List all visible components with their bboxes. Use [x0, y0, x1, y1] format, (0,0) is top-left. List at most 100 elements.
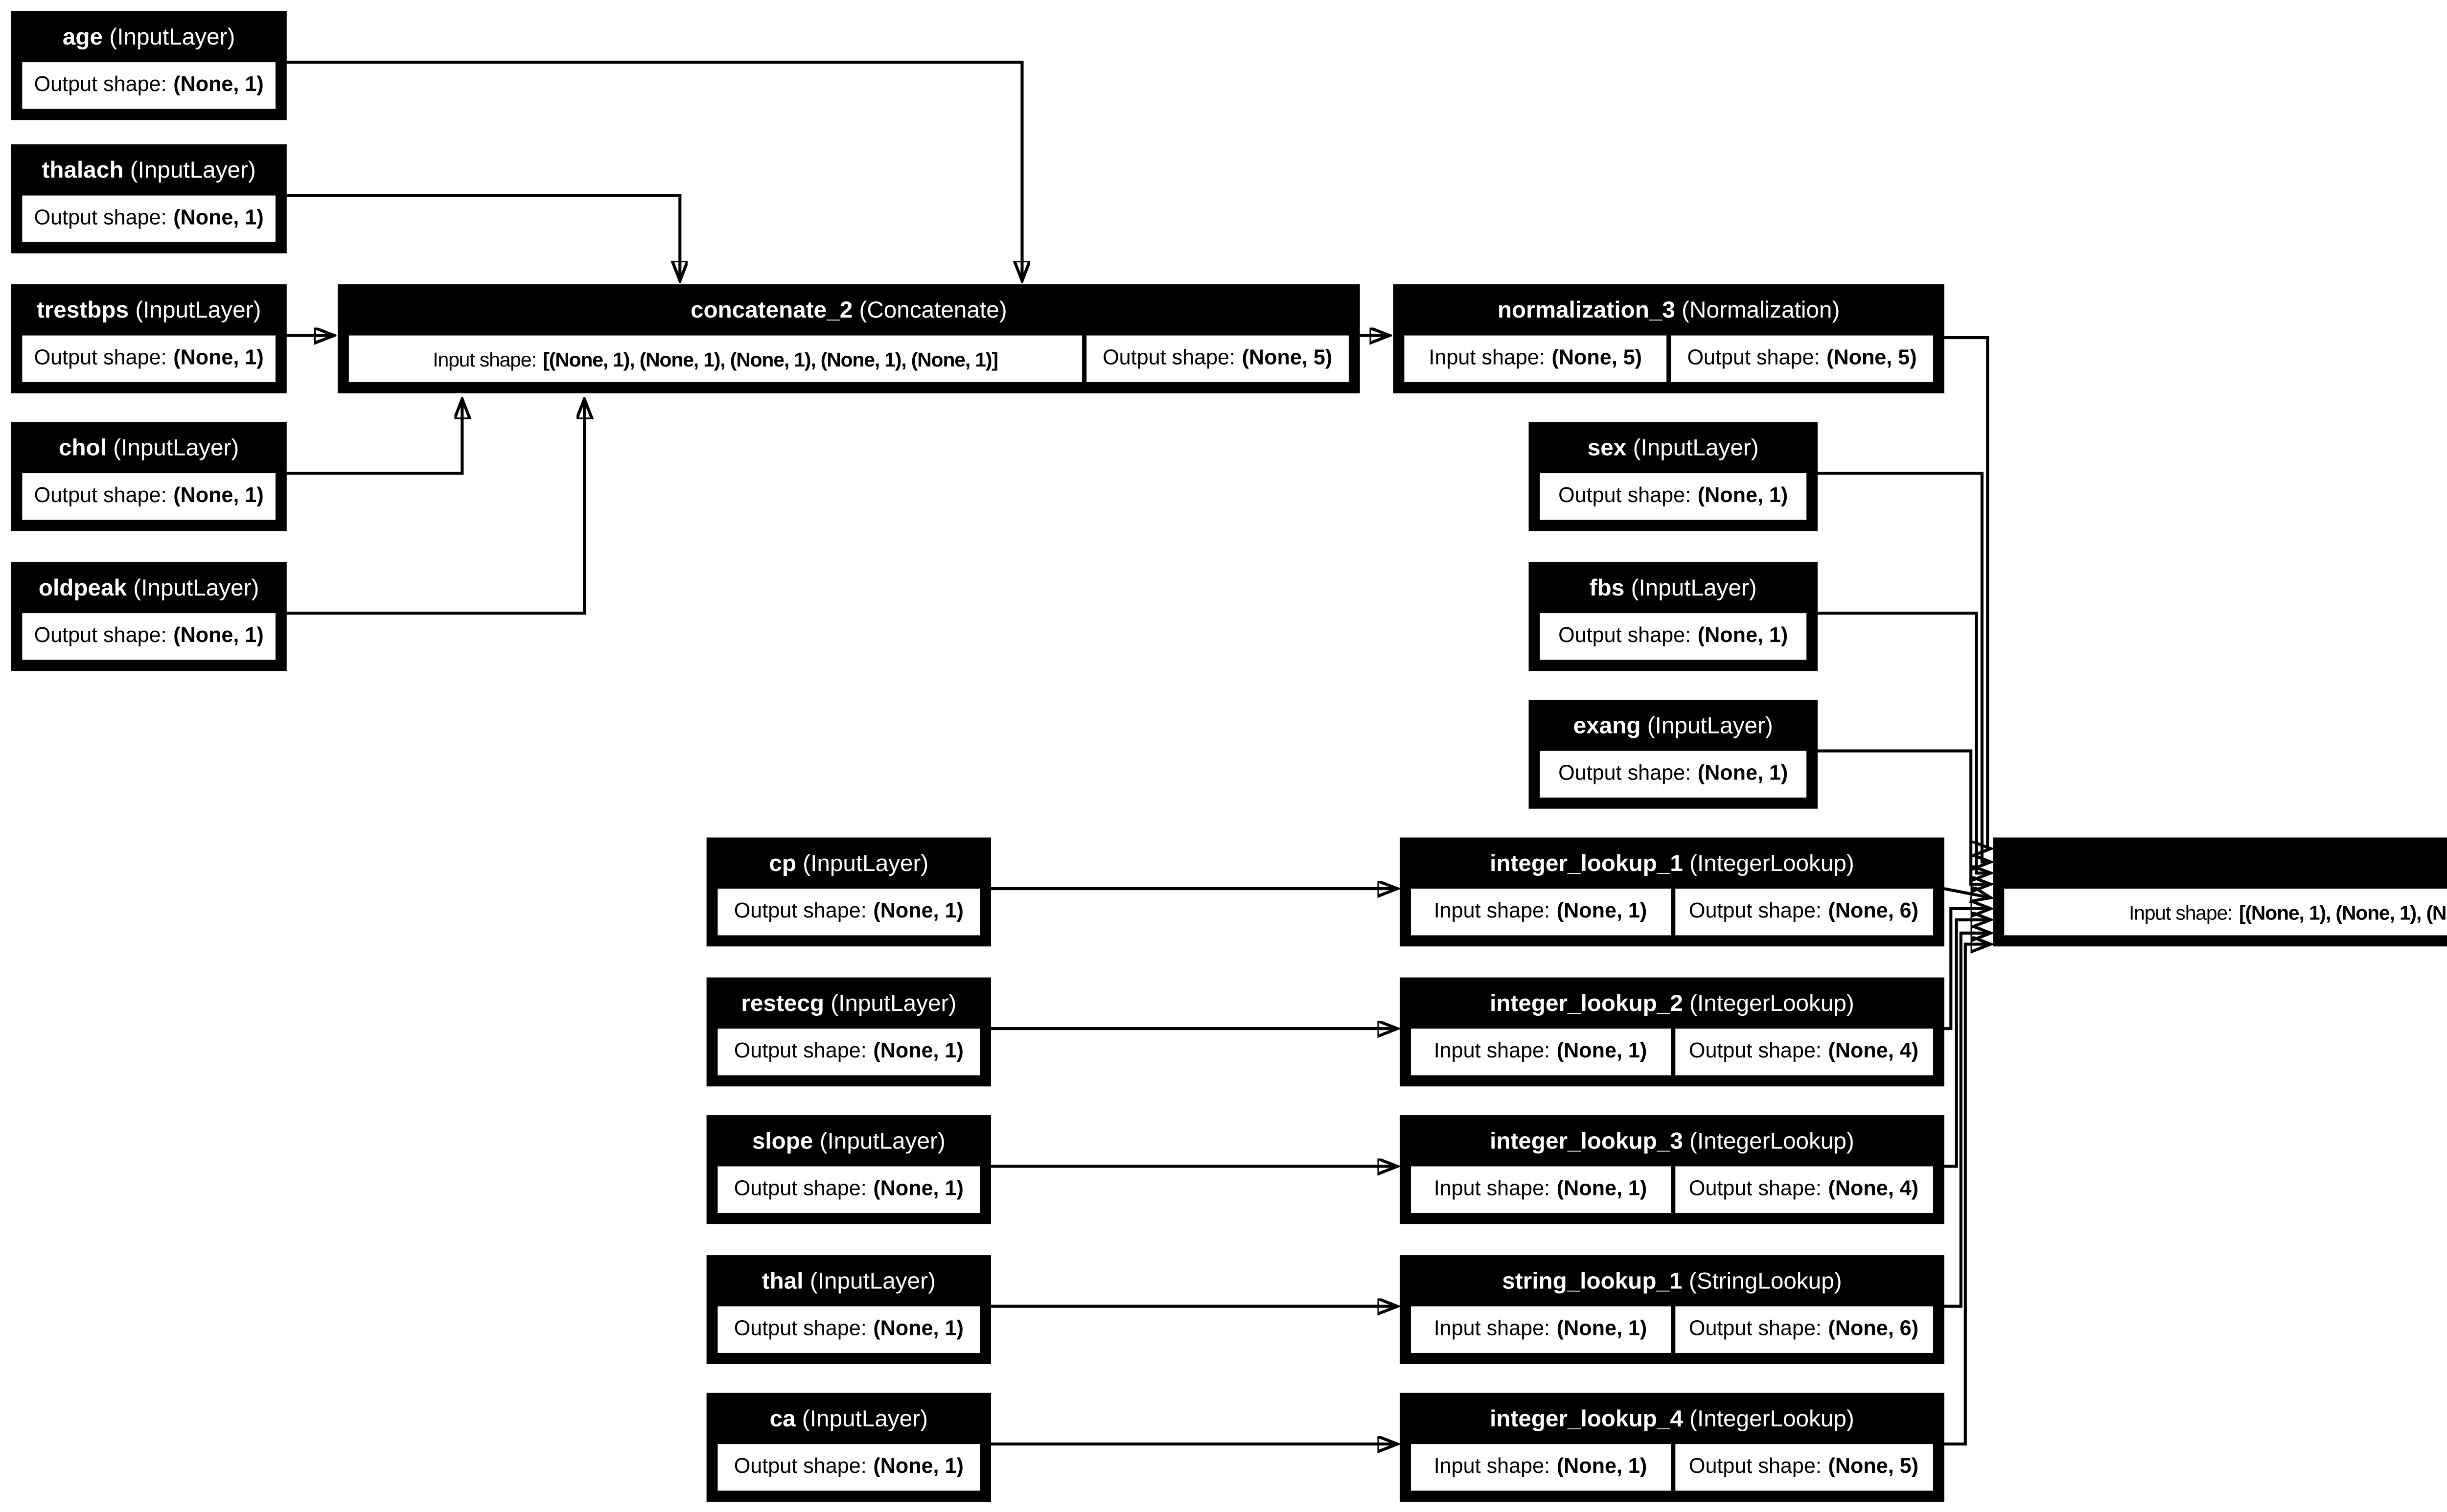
node-exang-title: exang (InputLayer)	[1533, 704, 1813, 749]
output-shape-value: (None, 1)	[873, 1039, 964, 1064]
node-restecg-title: restecg (InputLayer)	[711, 982, 987, 1027]
input-shape-value: (None, 5)	[1551, 346, 1642, 371]
node-concatenate_3: concatenate_3 (Concatenate) Input shape:…	[1993, 837, 2447, 947]
output-shape-value: (None, 4)	[1828, 1177, 1919, 1202]
node-exang-output-shape: Output shape:(None, 1)	[1540, 751, 1807, 798]
output-shape-value: (None, 6)	[1828, 1317, 1919, 1342]
node-concatenate_2: concatenate_2 (Concatenate) Input shape:…	[338, 284, 1360, 393]
edge-integer_lookup_3-to-concatenate_3	[1944, 920, 1990, 1168]
output-shape-label: Output shape:	[1558, 624, 1691, 649]
input-shape-label: Input shape:	[433, 347, 536, 370]
edge-chol-to-concatenate_2	[286, 400, 462, 475]
edge-oldpeak-to-concatenate_2	[286, 400, 584, 615]
node-ca-output-shape: Output shape:(None, 1)	[717, 1444, 980, 1491]
node-oldpeak-output-shape: Output shape:(None, 1)	[22, 613, 276, 660]
output-shape-value: (None, 1)	[173, 624, 264, 649]
edge-integer_lookup_4-to-concatenate_3	[1944, 944, 1990, 1446]
node-normalization_3-title: normalization_3 (Normalization)	[1398, 289, 1940, 333]
node-ca-title: ca (InputLayer)	[711, 1397, 987, 1442]
edge-string_lookup_1-to-concatenate_3	[1944, 933, 1990, 1308]
node-oldpeak: oldpeak (InputLayer) Output shape:(None,…	[11, 562, 287, 671]
layer-type: (IntegerLookup)	[1689, 850, 1854, 878]
layer-type: (InputLayer)	[1647, 713, 1773, 740]
output-shape-label: Output shape:	[1103, 346, 1236, 371]
output-shape-label: Output shape:	[734, 899, 867, 924]
layer-type: (InputLayer)	[803, 850, 929, 878]
input-shape-label: Input shape:	[1433, 1317, 1550, 1342]
node-fbs: fbs (InputLayer) Output shape:(None, 1)	[1528, 562, 1818, 671]
output-shape-value: (None, 5)	[1828, 1455, 1919, 1480]
layer-type: (Concatenate)	[859, 298, 1007, 324]
output-shape-value: (None, 1)	[173, 484, 264, 509]
output-shape-label: Output shape:	[734, 1039, 867, 1064]
layer-type: (InputLayer)	[113, 435, 239, 462]
node-integer_lookup_1: integer_lookup_1 (IntegerLookup) Input s…	[1400, 837, 1944, 947]
layer-name: normalization_3	[1497, 298, 1675, 324]
layer-name: thal	[762, 1268, 804, 1295]
node-oldpeak-title: oldpeak (InputLayer)	[16, 567, 282, 611]
node-string_lookup_1-output-shape: Output shape:(None, 6)	[1674, 1306, 1933, 1353]
layer-type: (InputLayer)	[109, 24, 235, 51]
output-shape-label: Output shape:	[734, 1455, 867, 1480]
layer-type: (InputLayer)	[135, 298, 261, 324]
output-shape-value: (None, 1)	[1697, 484, 1788, 509]
output-shape-label: Output shape:	[1688, 1317, 1822, 1342]
node-string_lookup_1-input-shape: Input shape:(None, 1)	[1411, 1306, 1670, 1353]
node-normalization_3: normalization_3 (Normalization) Input sh…	[1393, 284, 1944, 393]
node-chol-title: chol (InputLayer)	[16, 427, 282, 471]
layer-type: (InputLayer)	[831, 990, 957, 1018]
input-shape-label: Input shape:	[1433, 1455, 1550, 1480]
output-shape-label: Output shape:	[34, 346, 167, 371]
output-shape-label: Output shape:	[1688, 899, 1822, 924]
node-integer_lookup_1-title: integer_lookup_1 (IntegerLookup)	[1404, 842, 1939, 887]
node-normalization_3-input-shape: Input shape:(None, 5)	[1404, 335, 1667, 382]
input-shape-value: (None, 1)	[1556, 1039, 1647, 1064]
node-integer_lookup_4: integer_lookup_4 (IntegerLookup) Input s…	[1400, 1393, 1944, 1502]
node-integer_lookup_3-input-shape: Input shape:(None, 1)	[1411, 1166, 1670, 1213]
output-shape-value: (None, 1)	[1697, 624, 1788, 649]
node-cp-output-shape: Output shape:(None, 1)	[717, 889, 980, 936]
node-integer_lookup_4-title: integer_lookup_4 (IntegerLookup)	[1404, 1397, 1939, 1442]
edge-integer_lookup_2-to-concatenate_3	[1944, 909, 1990, 1031]
layer-name: exang	[1573, 713, 1641, 740]
layer-name: slope	[752, 1128, 813, 1155]
output-shape-value: (None, 1)	[173, 206, 264, 231]
output-shape-label: Output shape:	[1688, 1455, 1822, 1480]
layer-type: (InputLayer)	[809, 1268, 936, 1295]
node-ca: ca (InputLayer) Output shape:(None, 1)	[706, 1393, 991, 1502]
node-sex-title: sex (InputLayer)	[1533, 427, 1813, 471]
node-concatenate_2-output-shape: Output shape:(None, 5)	[1086, 335, 1349, 382]
input-shape-label: Input shape:	[1433, 1177, 1550, 1202]
node-integer_lookup_2-title: integer_lookup_2 (IntegerLookup)	[1404, 982, 1939, 1027]
layer-type: (StringLookup)	[1688, 1268, 1842, 1295]
input-shape-value: (None, 1)	[1556, 1177, 1647, 1202]
node-chol: chol (InputLayer) Output shape:(None, 1)	[11, 422, 287, 531]
node-normalization_3-output-shape: Output shape:(None, 5)	[1671, 335, 1933, 382]
layer-name: concatenate_2	[691, 298, 853, 324]
node-integer_lookup_2-input-shape: Input shape:(None, 1)	[1411, 1029, 1670, 1076]
node-concatenate_2-input-shape: Input shape: [(None, 1), (None, 1), (None…	[348, 335, 1082, 382]
output-shape-value: (None, 1)	[873, 1177, 964, 1202]
input-shape-value: (None, 1)	[1556, 1317, 1647, 1342]
edge-age-to-concatenate_2	[286, 61, 1022, 280]
output-shape-label: Output shape:	[34, 73, 167, 98]
layer-name: sex	[1587, 435, 1627, 462]
layer-name: oldpeak	[38, 575, 127, 602]
node-exang: exang (InputLayer) Output shape:(None, 1…	[1528, 700, 1818, 809]
output-shape-value: (None, 1)	[1697, 762, 1788, 787]
layer-type: (IntegerLookup)	[1689, 1406, 1854, 1433]
node-restecg-output-shape: Output shape:(None, 1)	[717, 1029, 980, 1076]
layer-name: thalach	[42, 158, 124, 184]
node-concatenate_3-title: concatenate_3 (Concatenate)	[1998, 842, 2447, 887]
node-string_lookup_1: string_lookup_1 (StringLookup) Input sha…	[1400, 1255, 1944, 1364]
node-integer_lookup_4-input-shape: Input shape:(None, 1)	[1411, 1444, 1670, 1491]
output-shape-value: (None, 5)	[1242, 346, 1333, 371]
output-shape-value: (None, 1)	[873, 1317, 964, 1342]
node-cp-title: cp (InputLayer)	[711, 842, 987, 887]
input-shape-value: [(None, 1), (None, 1), (None, 1), (None,…	[543, 347, 998, 370]
node-integer_lookup_3-output-shape: Output shape:(None, 4)	[1674, 1166, 1933, 1213]
layer-name: ca	[769, 1406, 796, 1433]
layer-name: string_lookup_1	[1502, 1268, 1683, 1295]
node-integer_lookup_2-output-shape: Output shape:(None, 4)	[1674, 1029, 1933, 1076]
input-shape-value: (None, 1)	[1556, 899, 1647, 924]
